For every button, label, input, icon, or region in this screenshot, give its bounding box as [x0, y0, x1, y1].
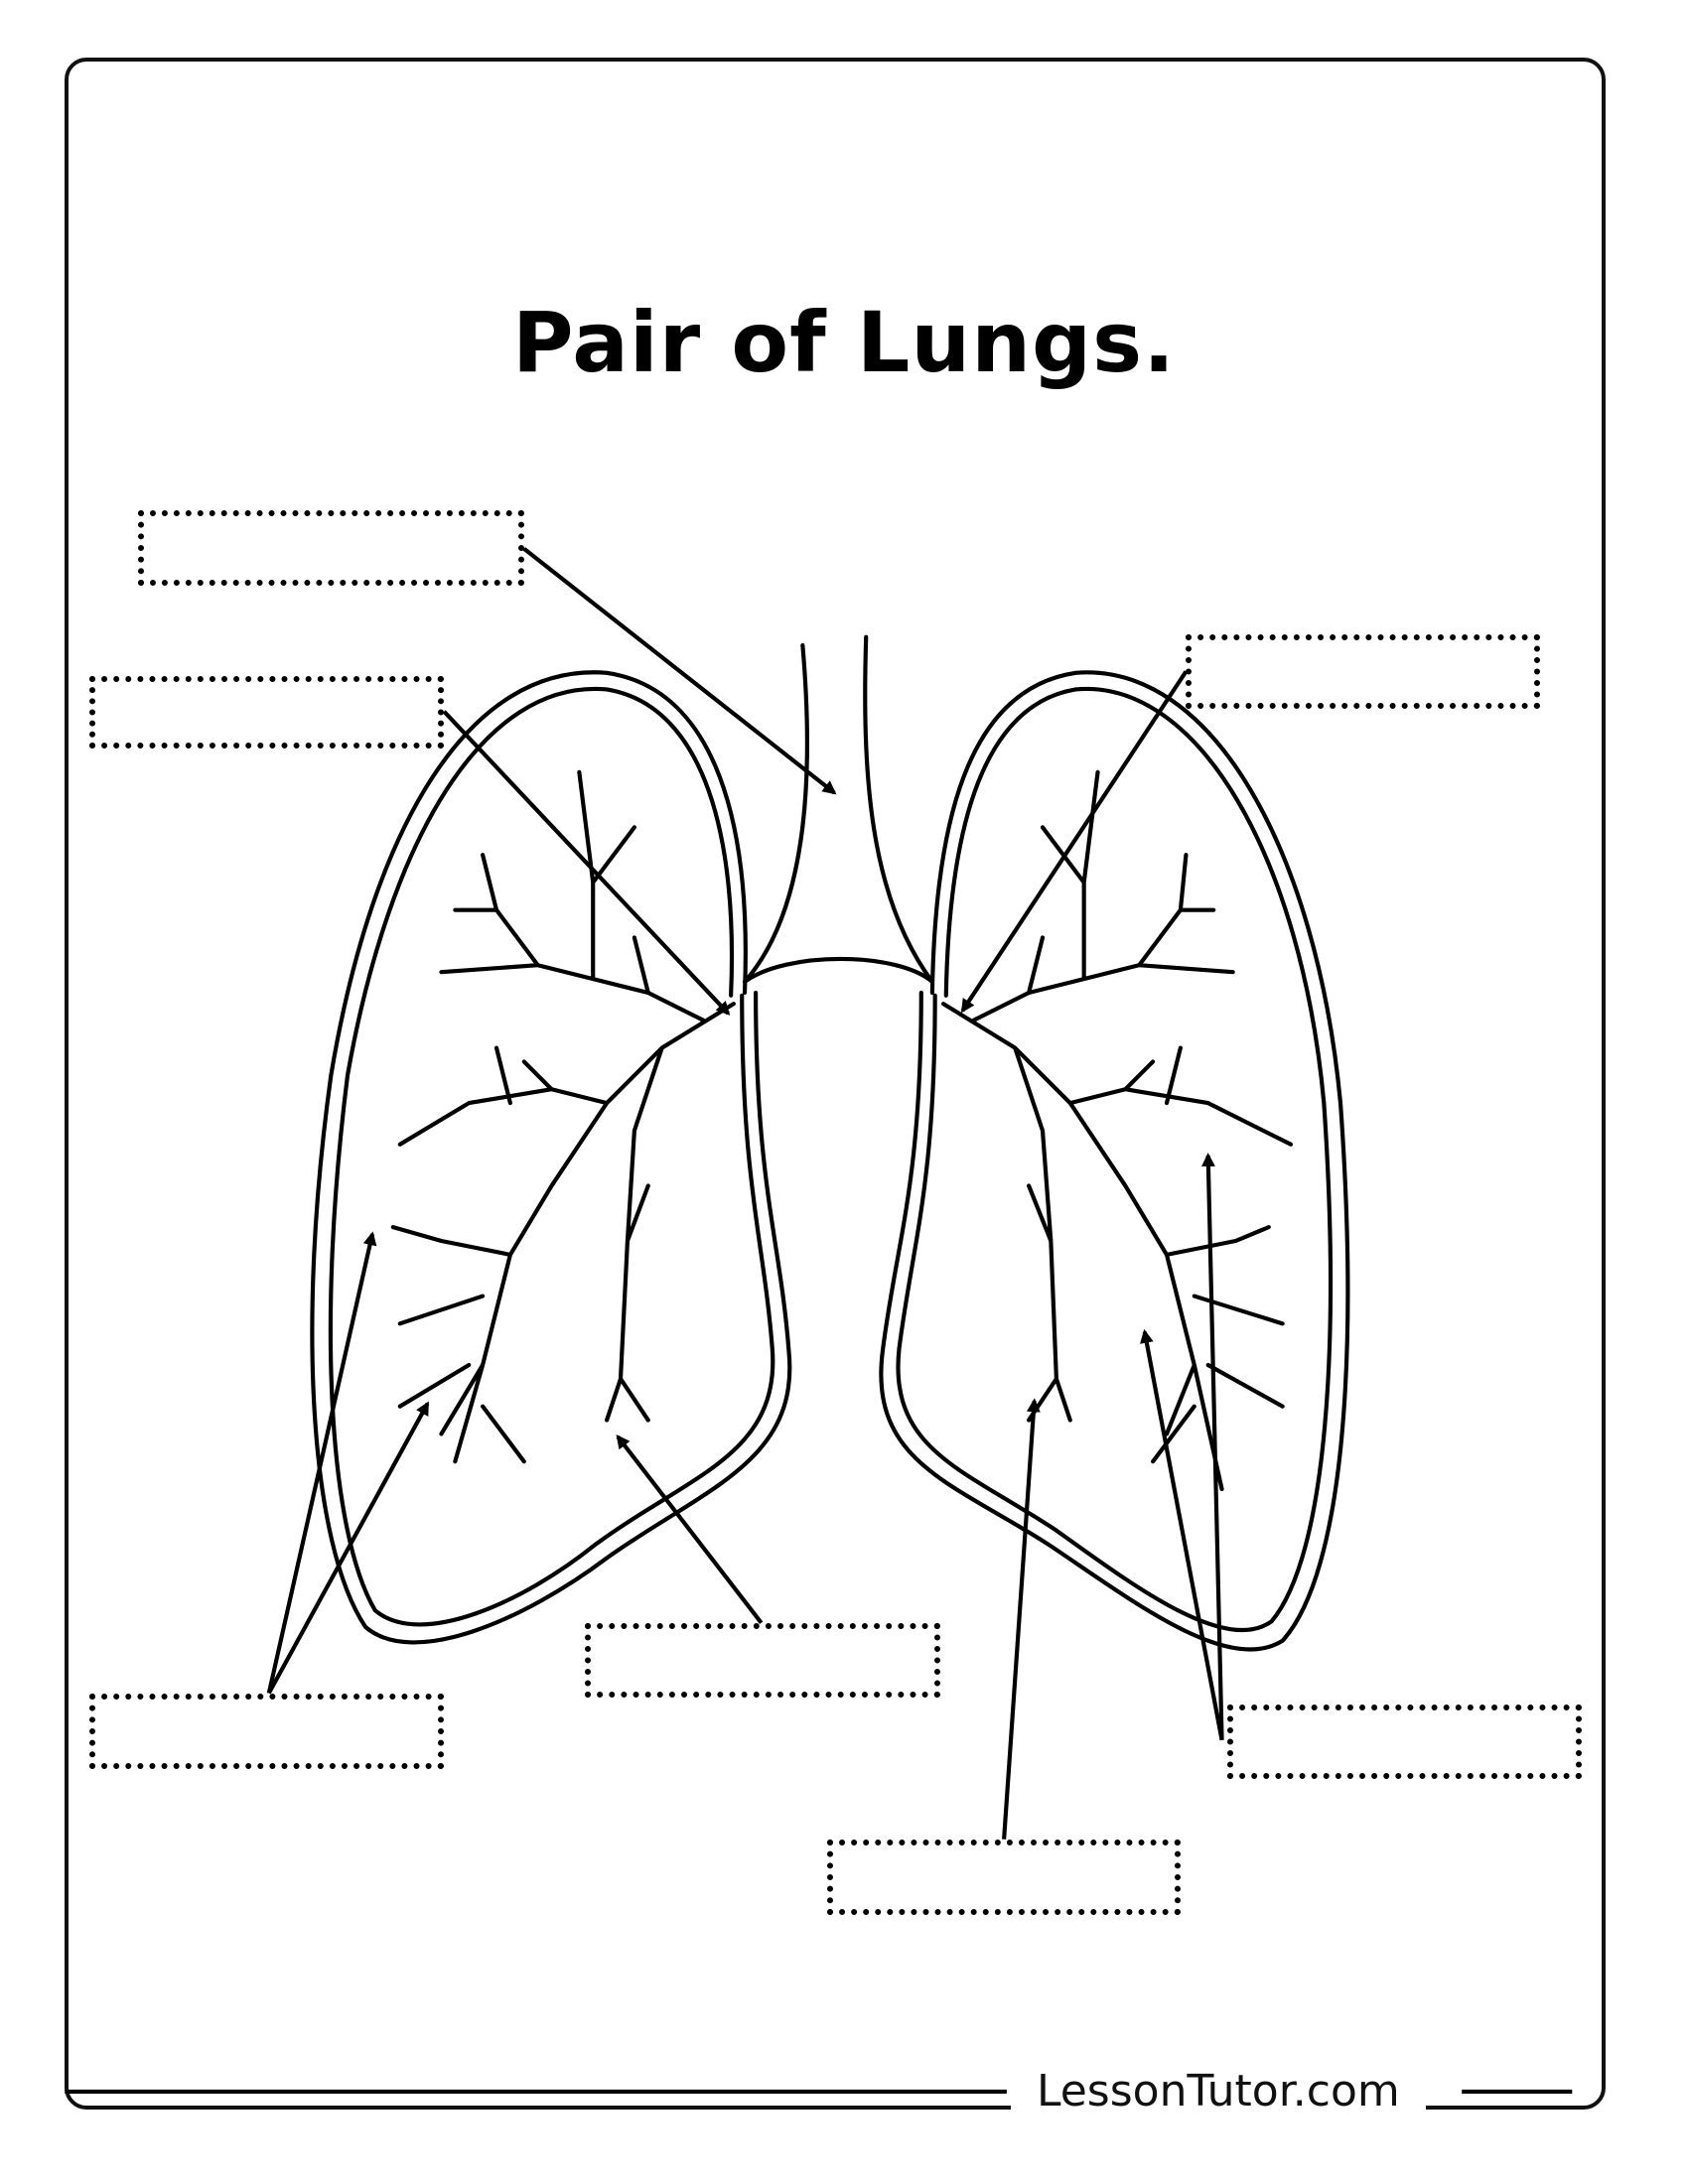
arrow-right-lobe-lower	[1140, 1328, 1224, 1741]
label-box-trachea[interactable]	[138, 510, 524, 586]
arrow-left-bronchus	[442, 710, 731, 1016]
label-box-right-bronchus[interactable]	[1186, 634, 1540, 709]
arrow-right-lobe-upper	[1200, 1153, 1224, 1740]
arrow-trachea	[522, 547, 837, 795]
arrow-right-bronchus	[960, 670, 1189, 1014]
label-box-left-lung-lobes[interactable]	[89, 1694, 444, 1769]
right-lung-outline	[879, 670, 1350, 1652]
label-box-left-bronchiole[interactable]	[585, 1623, 940, 1698]
trachea	[742, 642, 809, 984]
label-box-right-bronchiole[interactable]	[827, 1840, 1181, 1915]
arrow-left-bronchiole	[616, 1434, 764, 1624]
right-bronchial-tree	[940, 769, 1294, 1492]
label-box-left-bronchus[interactable]	[89, 676, 444, 749]
arrow-left-lobe-upper	[266, 1231, 377, 1695]
left-bronchial-tree	[390, 769, 736, 1464]
left-lung-outline	[310, 670, 792, 1645]
label-box-right-lung-lobes[interactable]	[1227, 1705, 1582, 1779]
worksheet-title: Pair of Lungs.	[511, 294, 1177, 391]
arrow-left-lobe-lower	[267, 1401, 430, 1695]
arrow-right-bronchiole	[1002, 1398, 1041, 1840]
footer-credit: LessonTutor.com	[1011, 2067, 1426, 2116]
worksheet-frame	[65, 58, 1606, 2110]
